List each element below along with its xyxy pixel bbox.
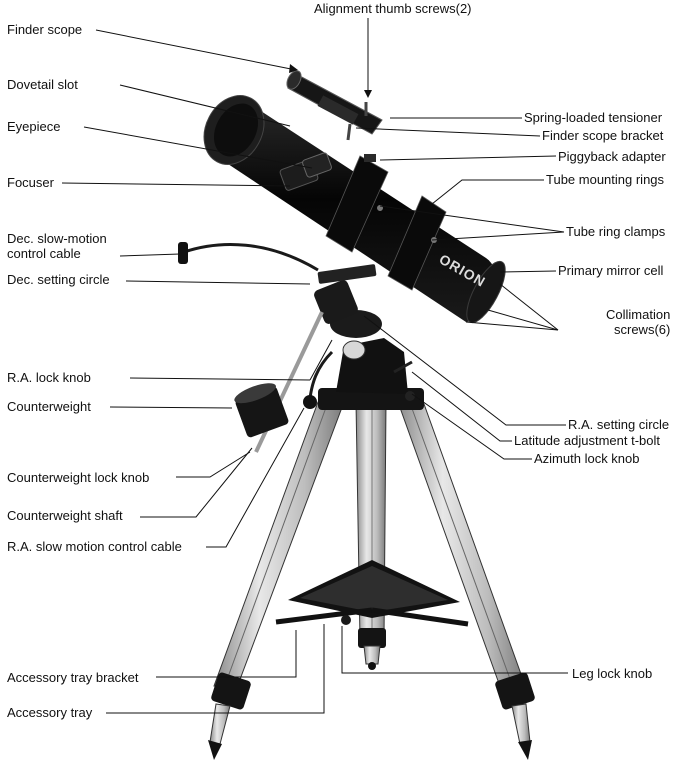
foot-center <box>368 662 376 670</box>
eyepiece <box>302 152 332 178</box>
label-counterweight-shaft: Counterweight shaft <box>7 508 123 523</box>
label-ra-lock-knob: R.A. lock knob <box>7 370 91 385</box>
azimuth-knob <box>405 391 415 401</box>
label-focuser: Focuser <box>7 175 55 190</box>
label-dec-slow-motion-1: Dec. slow-motion <box>7 231 107 246</box>
ra-cable-knob <box>303 395 317 409</box>
label-counterweight-lock-knob: Counterweight lock knob <box>7 470 149 485</box>
tray-bracket-left <box>275 607 373 625</box>
tube-ring-front <box>325 155 389 253</box>
lower-leg-center <box>363 645 381 665</box>
mount <box>178 242 415 453</box>
dovetail-saddle <box>317 264 377 284</box>
label-primary-mirror-cell: Primary mirror cell <box>558 263 664 278</box>
leg-clamp-right <box>495 672 535 710</box>
leg-clamp-center <box>358 628 386 648</box>
accessory-tray-top <box>300 566 448 612</box>
dec-slow-motion-cable <box>183 243 319 272</box>
finder-scope <box>286 70 383 141</box>
latitude-t-bolt <box>393 360 413 374</box>
tripod <box>208 388 535 760</box>
label-leg-lock-knob: Leg lock knob <box>572 666 652 681</box>
latitude-knob <box>342 340 366 360</box>
label-ra-slow-motion-cable: R.A. slow motion control cable <box>7 539 182 554</box>
label-eyepiece: Eyepiece <box>7 119 60 134</box>
label-alignment-thumb-screws: Alignment thumb screws(2) <box>314 1 472 16</box>
label-finder-scope-bracket: Finder scope bracket <box>542 128 664 143</box>
labels-left: Alignment thumb screws(2) Finder scope D… <box>7 1 472 720</box>
tripod-leg-right-inner <box>409 402 515 691</box>
dec-axis-housing <box>314 280 358 324</box>
label-latitude-adjustment: Latitude adjustment t-bolt <box>514 433 660 448</box>
callout-lines <box>61 18 568 714</box>
label-counterweight: Counterweight <box>7 399 91 414</box>
labels-right: Spring-loaded tensioner Finder scope bra… <box>514 110 670 681</box>
tube-front-inner <box>213 103 259 157</box>
tray-bracket-right <box>371 607 469 627</box>
label-collimation-2: screws(6) <box>614 322 670 337</box>
label-tube-ring-clamps: Tube ring clamps <box>566 224 666 239</box>
lower-leg-right <box>511 703 531 745</box>
label-accessory-tray-bracket: Accessory tray bracket <box>7 670 139 685</box>
lower-leg-left <box>209 703 231 745</box>
label-spring-loaded-tensioner: Spring-loaded tensioner <box>524 110 663 125</box>
label-piggyback-adapter: Piggyback adapter <box>558 149 666 164</box>
foot-left <box>208 740 222 760</box>
piggyback-adapter <box>364 154 376 162</box>
label-ra-setting-circle: R.A. setting circle <box>568 417 669 432</box>
counterweight <box>234 383 289 438</box>
label-accessory-tray: Accessory tray <box>7 705 93 720</box>
dec-cable-knob <box>178 242 188 264</box>
label-dovetail-slot: Dovetail slot <box>7 77 78 92</box>
label-finder-scope: Finder scope <box>7 22 82 37</box>
leg-clamp-left <box>211 672 251 710</box>
label-dec-setting-circle: Dec. setting circle <box>7 272 110 287</box>
tripod-leg-left-inner <box>223 401 329 689</box>
optical-tube: ORION <box>203 70 506 324</box>
label-tube-mounting-rings: Tube mounting rings <box>546 172 665 187</box>
ra-slow-motion-cable <box>308 350 334 399</box>
label-dec-slow-motion-2: control cable <box>7 246 81 261</box>
leg-lock-knob-icon <box>341 615 351 625</box>
tube-ring-rear <box>387 195 447 291</box>
label-collimation-1: Collimation <box>606 307 670 322</box>
foot-right <box>518 740 532 760</box>
label-azimuth-lock-knob: Azimuth lock knob <box>534 451 640 466</box>
